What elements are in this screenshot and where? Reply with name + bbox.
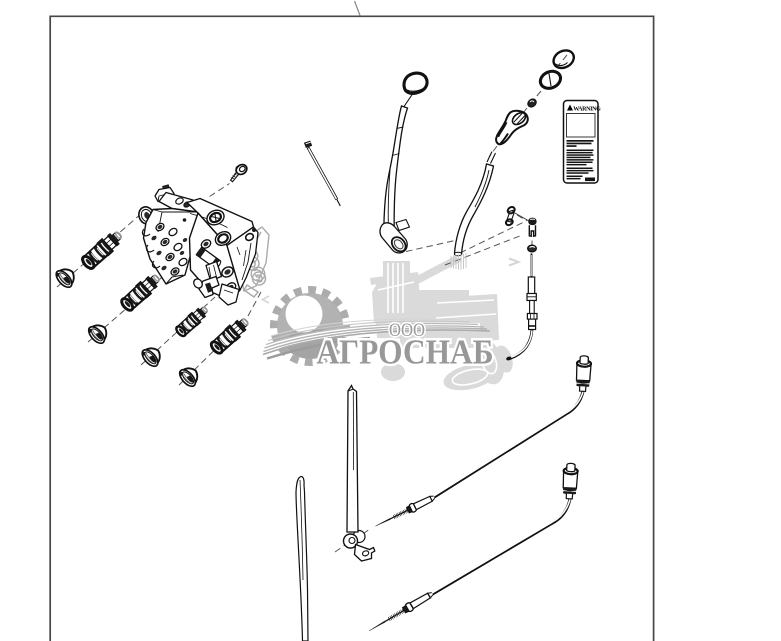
svg-text:ООО: ООО [389, 321, 425, 341]
svg-text:ООО: ООО [389, 321, 425, 341]
svg-text:АГРОСНАБ: АГРОСНАБ [317, 333, 494, 372]
svg-text:WARNING: WARNING [573, 107, 601, 113]
svg-text:АГРОСНАБ: АГРОСНАБ [317, 333, 494, 372]
